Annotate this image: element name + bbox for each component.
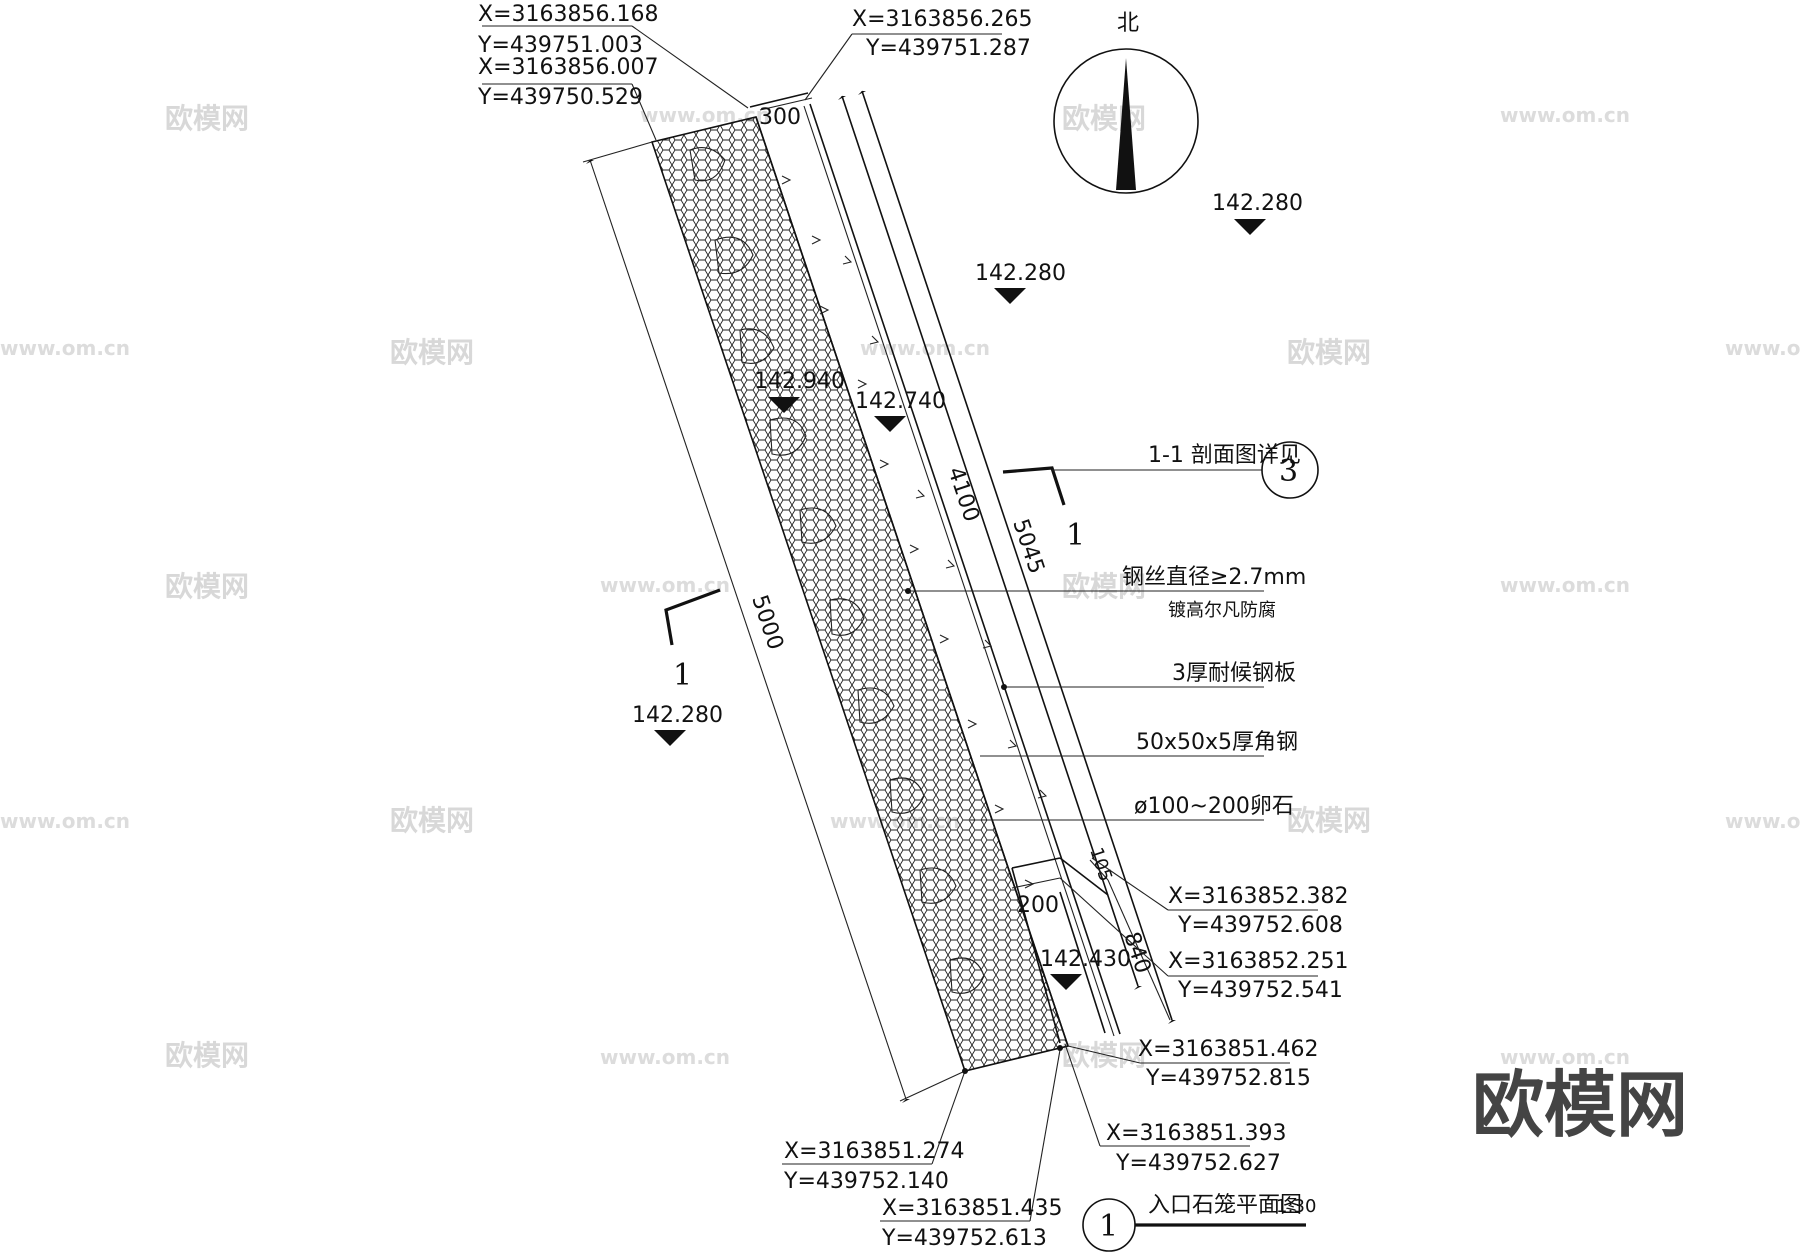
north-arrow: 北	[1053, 11, 1199, 194]
elevation-triangle-icon	[1050, 974, 1082, 990]
coord-x-label: X=3163851.435	[882, 1196, 1062, 1221]
north-arrow-circle	[1053, 48, 1199, 194]
drawing-title: 入口石笼平面图	[1148, 1193, 1302, 1218]
section-cut-label: 1	[673, 658, 692, 693]
steel-plate-strip	[749, 90, 1173, 1047]
detail-reference-number: 3	[1279, 454, 1298, 489]
watermark-logo: 欧模网	[1287, 336, 1371, 369]
coord-x-label: X=3163852.251	[1168, 949, 1348, 974]
elevation-triangle-icon	[1234, 219, 1266, 235]
coord-y-label: Y=439752.608	[1177, 913, 1343, 938]
elevation-label: 142.280	[1212, 191, 1303, 216]
material-callouts: 钢丝直径≥2.7mm 镀高尔凡防腐 3厚耐候钢板 50x50x5厚角钢 ø100…	[905, 565, 1306, 821]
elevation-label: 142.280	[632, 703, 723, 728]
section-cut-label: 1	[1066, 518, 1085, 553]
watermark-logo: 欧模网	[165, 1039, 249, 1072]
gabion-stone-outlines	[689, 147, 985, 994]
watermark-logo: 欧模网	[1062, 570, 1146, 603]
coord-y-label: Y=439752.627	[1115, 1151, 1281, 1176]
watermark-logo: 欧模网	[390, 804, 474, 837]
brand-logo: 欧模网	[1472, 1063, 1688, 1147]
drawing-title-block: 1 入口石笼平面图 1:30	[1082, 1193, 1316, 1252]
callout-angle-steel: 50x50x5厚角钢	[1136, 730, 1298, 755]
watermark-logo: 欧模网	[1287, 804, 1371, 837]
elevation-triangle-icon	[654, 730, 686, 746]
title-number: 1	[1099, 1209, 1118, 1244]
watermark-url: www.om.cn	[1500, 1045, 1630, 1069]
callout-wire-line1: 钢丝直径≥2.7mm	[1122, 565, 1306, 590]
watermark-url: www.om.cn	[0, 336, 130, 360]
coord-y-label: Y=439752.541	[1177, 978, 1343, 1003]
dim-300-label: 300	[759, 105, 801, 130]
coord-x-label: X=3163852.382	[1168, 884, 1348, 909]
dim-line-200	[1011, 877, 1061, 889]
section-reference-note: 1-1 剖面图详见	[1148, 443, 1301, 468]
dim-line-300	[759, 97, 813, 111]
coord-x-label: X=3163856.007	[478, 55, 658, 80]
watermark-url: www.om.cn	[1500, 103, 1630, 127]
elevation-triangle-icon	[768, 397, 800, 413]
coord-x-label: X=3163851.462	[1138, 1037, 1318, 1062]
elevation-markers: 142.280 142.280 142.740 142.940 142.280 …	[632, 191, 1303, 990]
callout-steel-plate: 3厚耐候钢板	[1172, 661, 1296, 686]
elevation-label: 142.280	[975, 261, 1066, 286]
watermark-url: www.om.cn	[1725, 809, 1800, 833]
coord-y-label: Y=439752.815	[1145, 1066, 1311, 1091]
coord-y-label: Y=439752.613	[881, 1226, 1047, 1251]
coord-y-label: Y=439752.140	[783, 1169, 949, 1194]
watermark-url: www.om.cn	[1725, 336, 1800, 360]
callout-wire-line2: 镀高尔凡防腐	[1168, 600, 1276, 621]
coord-y-label: Y=439751.287	[865, 36, 1031, 61]
watermark-logo: 欧模网	[165, 570, 249, 603]
elevation-triangle-icon	[994, 288, 1026, 304]
elevation-label: 142.940	[754, 369, 845, 394]
coord-y-label: Y=439750.529	[477, 85, 643, 110]
dim-200-label: 200	[1017, 893, 1059, 918]
elevation-label: 142.430	[1040, 947, 1131, 972]
watermark-logo: 欧模网	[390, 336, 474, 369]
watermark-logo: 欧模网	[165, 102, 249, 135]
dim-line-5000	[589, 159, 907, 1100]
north-label: 北	[1117, 11, 1139, 36]
watermark-url: www.om.cn	[600, 1045, 730, 1069]
watermark-url: www.om.cn	[0, 809, 130, 833]
north-arrow-icon	[1116, 58, 1136, 190]
gabion-hatch	[652, 117, 1068, 1071]
drawing-scale: 1:30	[1276, 1196, 1316, 1217]
coord-x-label: X=3163856.168	[478, 2, 658, 27]
callout-pebbles: ø100~200卵石	[1134, 794, 1294, 819]
dim-4100-label: 4100	[942, 464, 983, 525]
section-cut-mark-left	[664, 588, 721, 646]
watermark-logo: 欧模网	[1062, 1039, 1146, 1072]
watermark-url: www.om.cn	[1500, 573, 1630, 597]
coord-y-label: Y=439751.003	[477, 33, 643, 58]
section-cut-markers: 1 1 1-1 剖面图详见 3	[664, 441, 1319, 693]
detail-reference-circle	[1261, 441, 1319, 499]
coord-x-label: X=3163851.274	[784, 1139, 964, 1164]
coord-x-label: X=3163856.265	[852, 7, 1032, 32]
dimension-lines	[582, 91, 1176, 1103]
elevation-triangle-icon	[874, 416, 906, 432]
coord-x-label: X=3163851.393	[1106, 1121, 1286, 1146]
watermark-logo: 欧模网	[1062, 102, 1146, 135]
coordinate-leaders	[482, 25, 1318, 1222]
elevation-label: 142.740	[855, 389, 946, 414]
dim-line-105	[1089, 859, 1109, 881]
watermark-layer: 欧模网 欧模网 欧模网 欧模网 欧模网 欧模网 欧模网 欧模网 欧模网 欧模网 …	[0, 102, 1800, 1072]
section-cut-mark-right	[1002, 466, 1066, 506]
